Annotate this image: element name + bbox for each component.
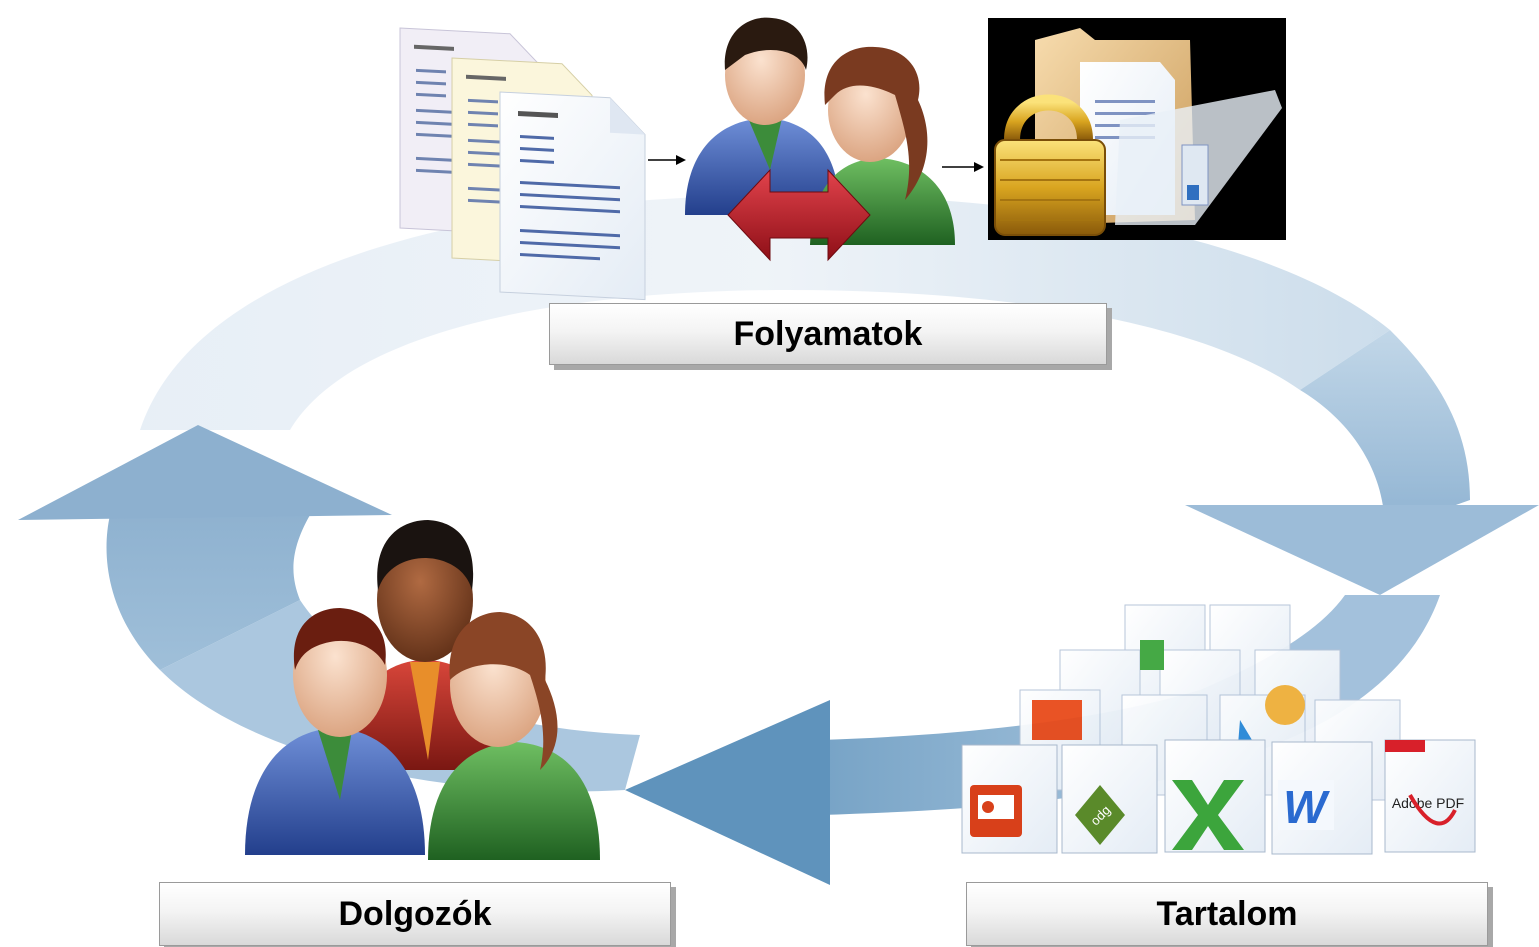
content-label: Tartalom bbox=[966, 882, 1488, 946]
file-xls bbox=[1164, 739, 1266, 853]
file-word: W bbox=[1271, 741, 1373, 855]
employees-label: Dolgozók bbox=[159, 882, 671, 946]
processes-label: Folyamatok bbox=[549, 303, 1107, 365]
cycle-band-left bbox=[106, 515, 310, 670]
team-icon bbox=[245, 520, 600, 860]
file-pdf: Adobe PDF bbox=[1384, 739, 1476, 853]
cycle-arrowhead-left bbox=[18, 425, 392, 520]
flow-arrow-1 bbox=[648, 155, 686, 165]
documents-icon bbox=[399, 27, 646, 301]
word-letter: W bbox=[1283, 781, 1330, 833]
people-exchange-icon bbox=[685, 17, 955, 262]
file-odg: odg bbox=[1061, 744, 1158, 854]
pdf-label: Adobe PDF bbox=[1392, 795, 1464, 811]
cycle-band-right bbox=[1300, 330, 1470, 530]
flow-arrow-2 bbox=[942, 162, 984, 172]
file-ppt bbox=[961, 744, 1058, 854]
file-stack-icon: odg W Adobe PDF bbox=[961, 604, 1476, 855]
cycle-arrowhead-bottom bbox=[625, 700, 830, 885]
locked-folder-icon bbox=[988, 18, 1286, 240]
cycle-arrowhead-right bbox=[1185, 505, 1539, 595]
